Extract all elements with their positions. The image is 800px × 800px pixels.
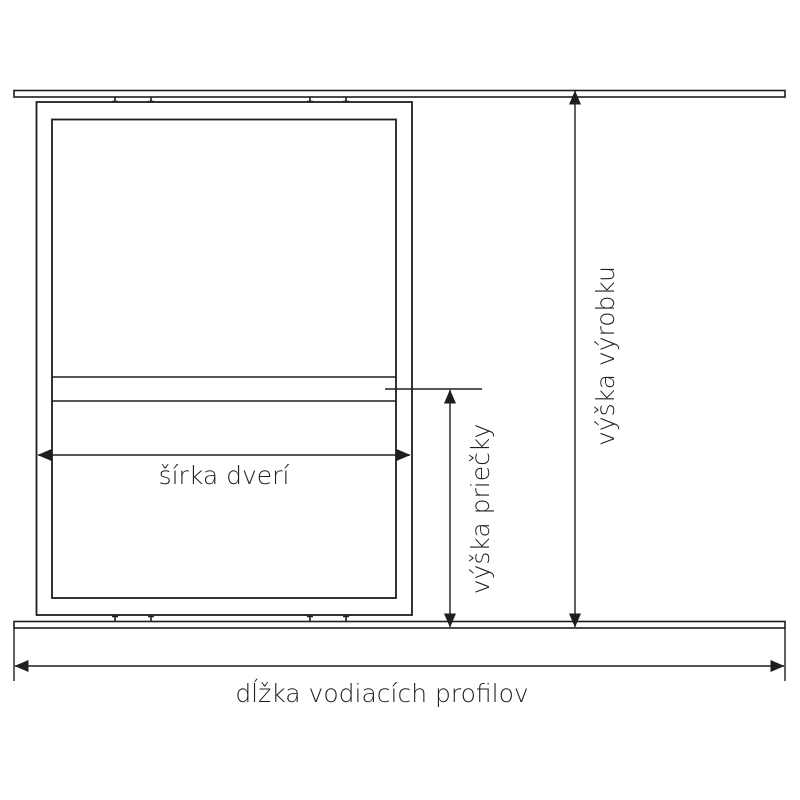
guide-profile-length-label: dĺžka vodiacích profilov (235, 679, 528, 708)
product-height-dimension: výška výrobku (569, 90, 620, 628)
bottom-hangers (112, 615, 349, 621)
transom-height-dimension: výška priečky (385, 388, 495, 628)
roller-icon (112, 615, 118, 621)
transom-height-label: výška priečky (466, 424, 495, 595)
top-rail (13, 89, 786, 98)
guide-profile-length-dimension: dĺžka vodiacích profilov (13, 628, 786, 708)
roller-icon (343, 615, 349, 621)
product-height-label: výška výrobku (591, 266, 620, 446)
door-panel (51, 118, 397, 599)
door-width-dimension: šírka dverí (37, 449, 411, 490)
roller-icon (148, 615, 154, 621)
bottom-rail (13, 620, 786, 629)
transom-bar (52, 376, 396, 402)
door-width-label: šírka dverí (159, 461, 290, 490)
roller-icon (307, 615, 313, 621)
